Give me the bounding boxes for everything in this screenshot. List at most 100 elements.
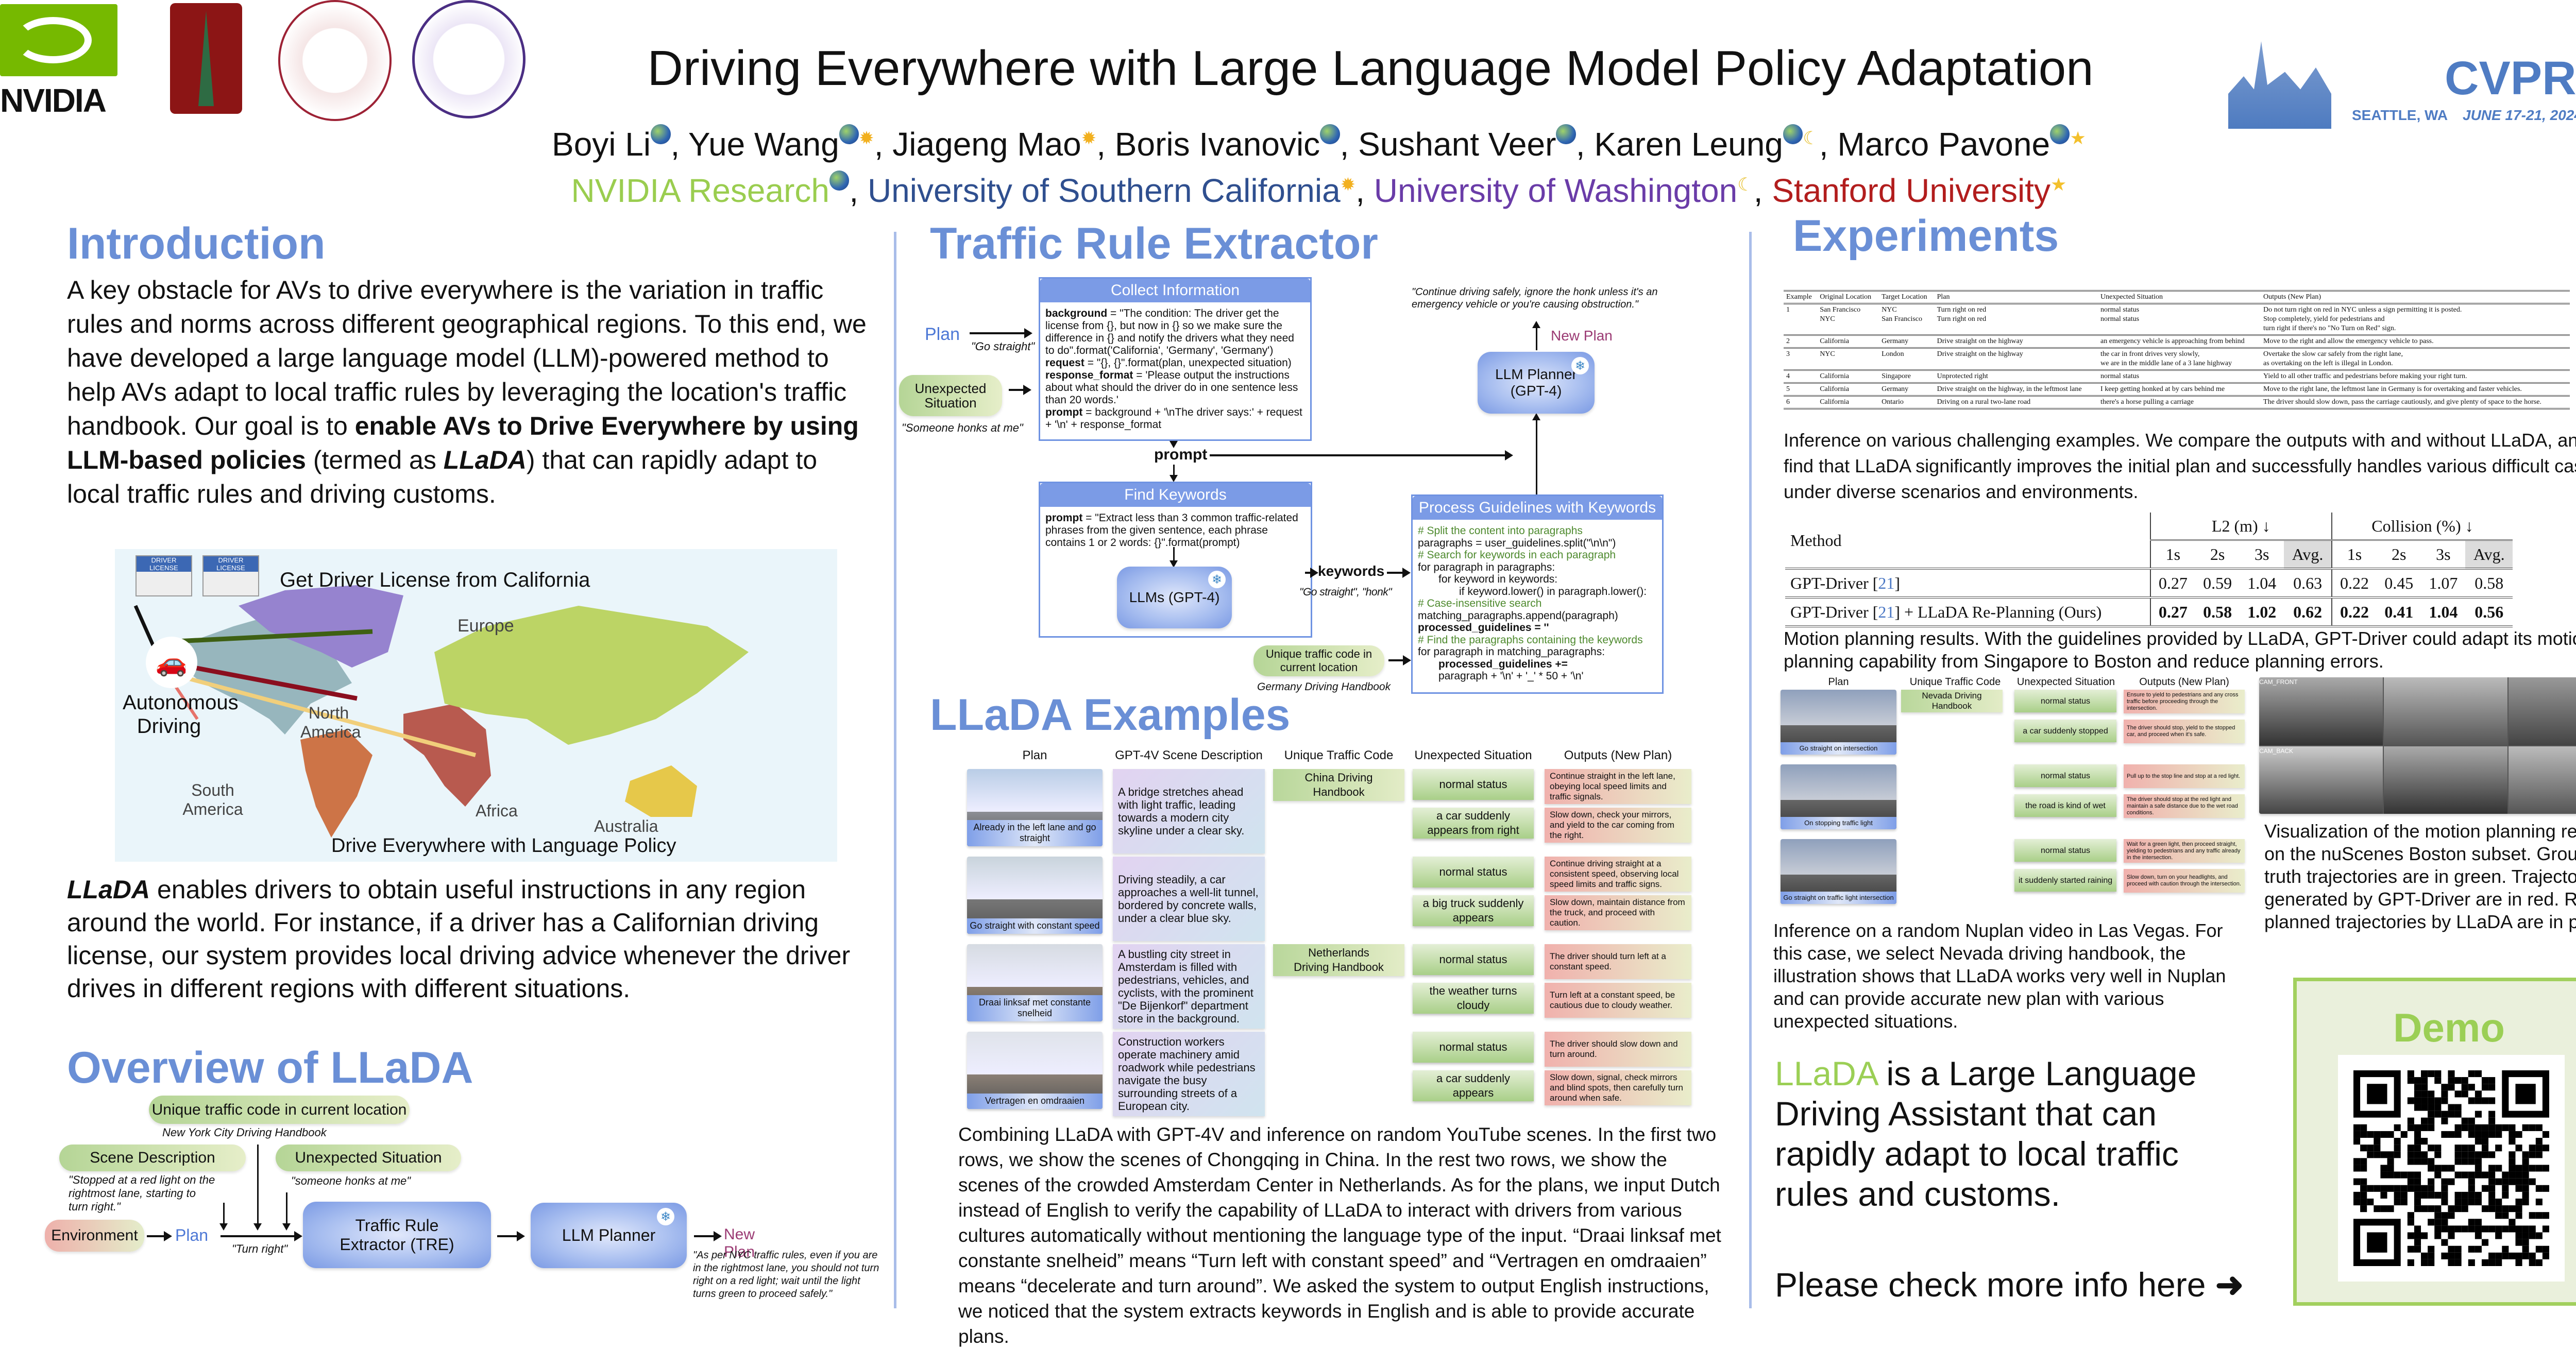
- frozen-snowflake-icon: ❄: [1208, 571, 1226, 588]
- arrow: [1305, 568, 1318, 578]
- citation-link[interactable]: 21: [1878, 574, 1895, 592]
- code-comment: # Search for keywords in each paragraph: [1418, 549, 1616, 561]
- unexpected-situation-cell: normal status: [2014, 690, 2116, 712]
- globe-icon: [1783, 124, 1803, 144]
- plan-caption: Already in the left lane and go straight: [967, 819, 1103, 846]
- subheader: 3s: [2436, 545, 2451, 563]
- scene-photo: Vertragen en omdraaien: [967, 1032, 1103, 1109]
- affiliation-name: NVIDIA Research: [571, 172, 829, 209]
- table-cell: Ontario: [1882, 398, 1904, 406]
- subheader: 2s: [2391, 545, 2406, 563]
- scene-photo: Go straight on intersection: [1781, 690, 1896, 755]
- output-plan-cell: Slow down, signal, check mirrors and bli…: [1545, 1070, 1691, 1105]
- keywords-quote: "Go straight", "honk": [1299, 586, 1392, 598]
- star-icon: ★: [2070, 128, 2086, 148]
- plan-caption: Draai linksaf met constante snelheid: [967, 995, 1103, 1021]
- table-cell: 3: [1786, 350, 1790, 358]
- table-cell: 1: [1786, 306, 1790, 314]
- llada-examples-heading: LLaDA Examples: [930, 690, 1291, 740]
- code-line: background = "The condition: The driver …: [1045, 308, 1305, 357]
- method-header: Method: [1790, 531, 1842, 550]
- nvidia-wordmark: NVIDIA: [0, 82, 107, 119]
- metric-value: 0.63: [2293, 574, 2323, 592]
- output-plan-cell: The driver should slow down and turn aro…: [1545, 1032, 1691, 1067]
- camera-view: CAM_FRONT: [2259, 677, 2383, 745]
- code-key: response_format: [1045, 369, 1133, 381]
- llada-term: LLaDA: [67, 875, 150, 904]
- traffic-code-cell: Nevada Driving Handbook: [1901, 690, 2003, 712]
- camera-view: [2509, 677, 2576, 745]
- metric-value: 0.58: [2203, 603, 2232, 621]
- nvidia-logo: NVIDIA: [0, 4, 149, 119]
- table-cell: Drive straight on the highway, in the le…: [1937, 385, 2082, 393]
- subheader: 1s: [2149, 540, 2195, 569]
- scene-photo: Go straight with constant speed: [967, 857, 1103, 934]
- unexpected-situation-cell: a car suddenly appears from right: [1413, 808, 1534, 839]
- demo-qr-code[interactable]: [2338, 1055, 2565, 1282]
- author-list: Boyi Li, Yue Wang✹, Jiageng Mao✹, Boris …: [361, 124, 2277, 165]
- method-name: GPT-Driver [: [1790, 603, 1878, 621]
- new-plan-label: New Plan: [1551, 328, 1613, 344]
- arrow: [1009, 385, 1031, 395]
- column-header: Example: [1786, 293, 1812, 301]
- column-divider: [894, 232, 896, 1308]
- moon-icon: ☾: [1803, 128, 1819, 148]
- arrow: [1532, 413, 1540, 494]
- new-plan-label: New Plan: [724, 1226, 755, 1260]
- sun-icon: ✹: [1340, 174, 1356, 195]
- collect-information-box: Collect Information background = "The co…: [1039, 277, 1312, 441]
- prompt-label: prompt: [1154, 446, 1208, 463]
- affiliation-name: University of Washington: [1374, 172, 1738, 209]
- code-text: = "{}, {}".format(plan, unexpected situa…: [1084, 357, 1292, 369]
- column-header: Outputs (New Plan): [2263, 293, 2321, 301]
- demo-title: Demo: [2393, 1005, 2505, 1050]
- subheader: 1s: [2331, 540, 2377, 569]
- map-label-europe: Europe: [457, 616, 514, 636]
- metric-value: 1.04: [2429, 603, 2458, 621]
- table-cell: Yield to all other traffic and pedestria…: [2263, 372, 2467, 380]
- unique-traffic-code-pill: Unique traffic code in current location: [149, 1096, 410, 1124]
- camera-view: [2384, 746, 2507, 814]
- output-plan-cell: Continue straight in the left lane, obey…: [1545, 769, 1691, 804]
- table-cell: 4: [1786, 372, 1790, 380]
- table-cell: Overtake the slow car safely from the ri…: [2263, 350, 2403, 367]
- output-plan-cell: Slow down, check your mirrors, and yield…: [1545, 808, 1691, 843]
- code-text: = "Extract less than 3 common traffic-re…: [1045, 512, 1298, 549]
- arrow: [1387, 568, 1411, 578]
- arrow: [147, 1231, 172, 1241]
- plan-label: Plan: [175, 1226, 209, 1244]
- code-key: request: [1045, 357, 1084, 369]
- scene-photo: Draai linksaf met constante snelheid: [967, 944, 1103, 1021]
- handbook-label: New York City Driving Handbook: [162, 1126, 327, 1139]
- output-plan-cell: Slow down, maintain distance from the tr…: [1545, 895, 1691, 930]
- arrow-africa: [166, 660, 358, 701]
- table2-caption: Motion planning results. With the guidel…: [1784, 628, 2576, 672]
- citation-link[interactable]: 21: [1878, 603, 1895, 621]
- code-line: processed_guidelines = '': [1418, 622, 1549, 634]
- north-america-shape: [161, 616, 352, 735]
- collect-information-title: Collect Information: [1040, 279, 1310, 302]
- traffic-code-cell: China Driving Handbook: [1273, 769, 1404, 801]
- visualization-caption: Visualization of the motion planning res…: [2264, 821, 2576, 932]
- plan-caption: On stopping traffic light: [1781, 817, 1896, 829]
- column-divider: [1749, 232, 1752, 1308]
- globe-icon: [1320, 124, 1340, 144]
- author-name: Boyi Li: [552, 126, 651, 163]
- output-plan-cell: Pull up to the stop line and stop at a r…: [2124, 764, 2245, 788]
- nuscenes-camera-visualization: CAM_FRONT CAM_BACK: [2259, 677, 2576, 814]
- output-plan-cell: The driver should stop, yield to the sto…: [2124, 720, 2245, 743]
- metric-value: 0.22: [2331, 597, 2377, 626]
- table-cell: Germany: [1882, 385, 1909, 393]
- code-key: prompt: [1045, 406, 1083, 418]
- table-cell: Unprotected right: [1937, 372, 1988, 380]
- experiments-heading: Experiments: [1793, 211, 2059, 261]
- license-card-title: DRIVER LICENSE: [137, 556, 191, 572]
- arrow: [253, 1145, 262, 1231]
- llada-term: LLaDA: [443, 446, 527, 474]
- column-header: Original Location: [1820, 293, 1872, 301]
- affiliation-list: NVIDIA Research, University of Southern …: [361, 170, 2277, 211]
- code-comment: # Split the content into paragraphs: [1418, 525, 1583, 537]
